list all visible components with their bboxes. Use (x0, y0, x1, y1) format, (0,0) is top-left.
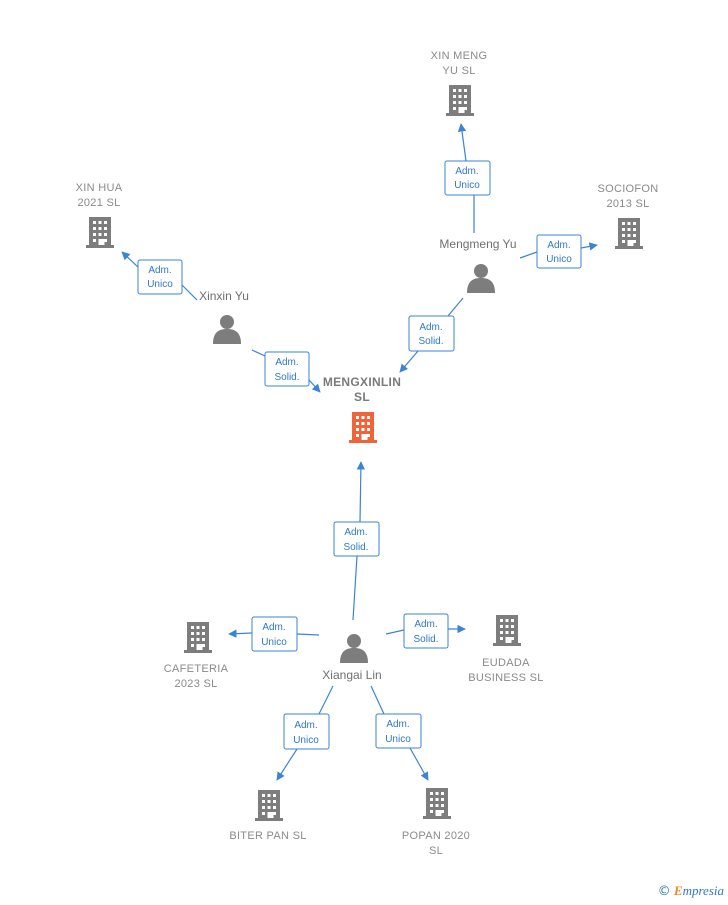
person-node-xiangai-lin[interactable]: Xiangai Lin (322, 634, 382, 682)
company-node-mengxinlin[interactable]: MENGXINLIN SL (323, 375, 401, 443)
edge-xinxin-mengxinlin: Adm. Solid. (251, 349, 320, 392)
company-name: XIN MENG (431, 50, 488, 62)
building-icon (493, 615, 521, 646)
role-box[interactable] (408, 315, 455, 352)
edges-layer: Adm. Unico Adm. Unico Adm. Solid. Adm. U… (122, 124, 597, 780)
building-icon (349, 412, 377, 443)
brand-initial: E (673, 883, 683, 898)
role-label: Adm. (386, 719, 409, 730)
edge-xinxin-xin-hua: Adm. Unico (122, 252, 198, 301)
person-nodes: Mengmeng Yu Xinxin Yu Xiangai Lin (199, 237, 517, 682)
edge-mengmeng-xin-meng-yu: Adm. Unico (444, 124, 491, 233)
role-label: Solid. (274, 372, 299, 383)
building-icon (423, 788, 451, 819)
person-name: Xiangai Lin (322, 668, 381, 682)
company-name: MENGXINLIN (323, 375, 401, 389)
role-label: Unico (454, 180, 480, 191)
role-label: Solid. (343, 542, 368, 553)
role-box[interactable] (283, 713, 330, 750)
edge-xiangai-popan: Adm. Unico (370, 685, 428, 780)
company-name: SOCIOFON (597, 183, 658, 195)
role-label: Adm. (344, 527, 367, 538)
brand-name: mpresia (682, 883, 724, 898)
role-label: Unico (147, 279, 173, 290)
company-name: 2013 SL (606, 198, 649, 210)
edge-line (519, 245, 597, 259)
edge-line (370, 685, 428, 780)
empresia-watermark[interactable]: © Empresia (658, 883, 724, 899)
role-box[interactable] (403, 613, 449, 649)
company-nodes: MENGXINLIN SL XIN MENG YU SL SOCIOFON 20… (76, 50, 659, 857)
role-box[interactable] (137, 259, 183, 295)
company-node-xin-hua[interactable]: XIN HUA 2021 SL (76, 182, 123, 248)
building-icon (446, 85, 474, 116)
role-label: Unico (261, 637, 287, 648)
company-name: XIN HUA (76, 182, 123, 194)
role-box[interactable] (333, 521, 380, 557)
role-label: Unico (546, 254, 572, 265)
role-label: Adm. (148, 265, 171, 276)
role-label: Adm. (414, 619, 437, 630)
company-name: 2021 SL (77, 197, 120, 209)
edge-line (251, 349, 320, 392)
company-name: EUDADA (482, 657, 530, 669)
role-box[interactable] (536, 234, 582, 269)
person-name: Mengmeng Yu (439, 237, 516, 251)
role-box[interactable] (444, 160, 491, 196)
role-label: Adm. (262, 622, 285, 633)
person-name: Xinxin Yu (199, 289, 249, 303)
role-box[interactable] (375, 713, 422, 749)
person-node-mengmeng-yu[interactable]: Mengmeng Yu (439, 237, 517, 293)
company-name: POPAN 2020 (402, 830, 470, 842)
company-name: BUSINESS SL (468, 672, 543, 684)
building-icon (86, 217, 114, 248)
edge-line (277, 685, 334, 780)
role-label: Adm. (294, 720, 317, 731)
company-node-cafeteria[interactable]: CAFETERIA 2023 SL (164, 622, 229, 690)
building-icon (615, 218, 643, 249)
edge-mengmeng-sociofon: Adm. Unico (519, 234, 597, 269)
person-icon (340, 634, 368, 663)
company-name: BITER PAN SL (229, 830, 306, 842)
edge-line (461, 124, 475, 233)
role-box[interactable] (264, 351, 310, 387)
edge-line (122, 252, 198, 301)
edge-xiangai-mengxinlin: Adm. Solid. (333, 462, 380, 621)
company-node-sociofon[interactable]: SOCIOFON 2013 SL (597, 183, 658, 249)
edge-line (400, 297, 464, 372)
edge-xiangai-cafeteria: Adm. Unico (229, 616, 320, 652)
person-icon (213, 315, 241, 344)
edge-line (353, 462, 361, 621)
company-name: 2023 SL (174, 678, 217, 690)
role-label: Solid. (418, 336, 443, 347)
edge-line (385, 629, 465, 634)
building-icon (184, 622, 212, 653)
building-icon (255, 790, 283, 821)
company-name: SL (354, 390, 370, 404)
role-box[interactable] (251, 616, 298, 652)
company-name: YU SL (442, 65, 475, 77)
person-icon (467, 264, 495, 293)
edge-mengmeng-mengxinlin: Adm. Solid. (400, 297, 464, 372)
role-label: Adm. (547, 240, 570, 251)
company-name: SL (429, 845, 443, 857)
copyright-icon: © (657, 884, 671, 899)
edge-line (229, 633, 320, 635)
company-node-xin-meng-yu[interactable]: XIN MENG YU SL (431, 50, 488, 116)
role-label: Adm. (455, 166, 478, 177)
person-node-xinxin-yu[interactable]: Xinxin Yu (199, 289, 249, 344)
role-label: Solid. (413, 634, 438, 645)
edge-xiangai-eudada: Adm. Solid. (385, 613, 465, 649)
role-label: Adm. (275, 357, 298, 368)
role-label: Unico (293, 735, 319, 746)
role-label: Adm. (419, 322, 442, 333)
company-name: CAFETERIA (164, 663, 229, 675)
company-node-eudada[interactable]: EUDADA BUSINESS SL (468, 615, 543, 684)
company-node-popan[interactable]: POPAN 2020 SL (402, 788, 470, 857)
role-label: Unico (385, 734, 411, 745)
edge-xiangai-biter-pan: Adm. Unico (277, 685, 334, 780)
company-node-biter-pan[interactable]: BITER PAN SL (229, 790, 306, 842)
